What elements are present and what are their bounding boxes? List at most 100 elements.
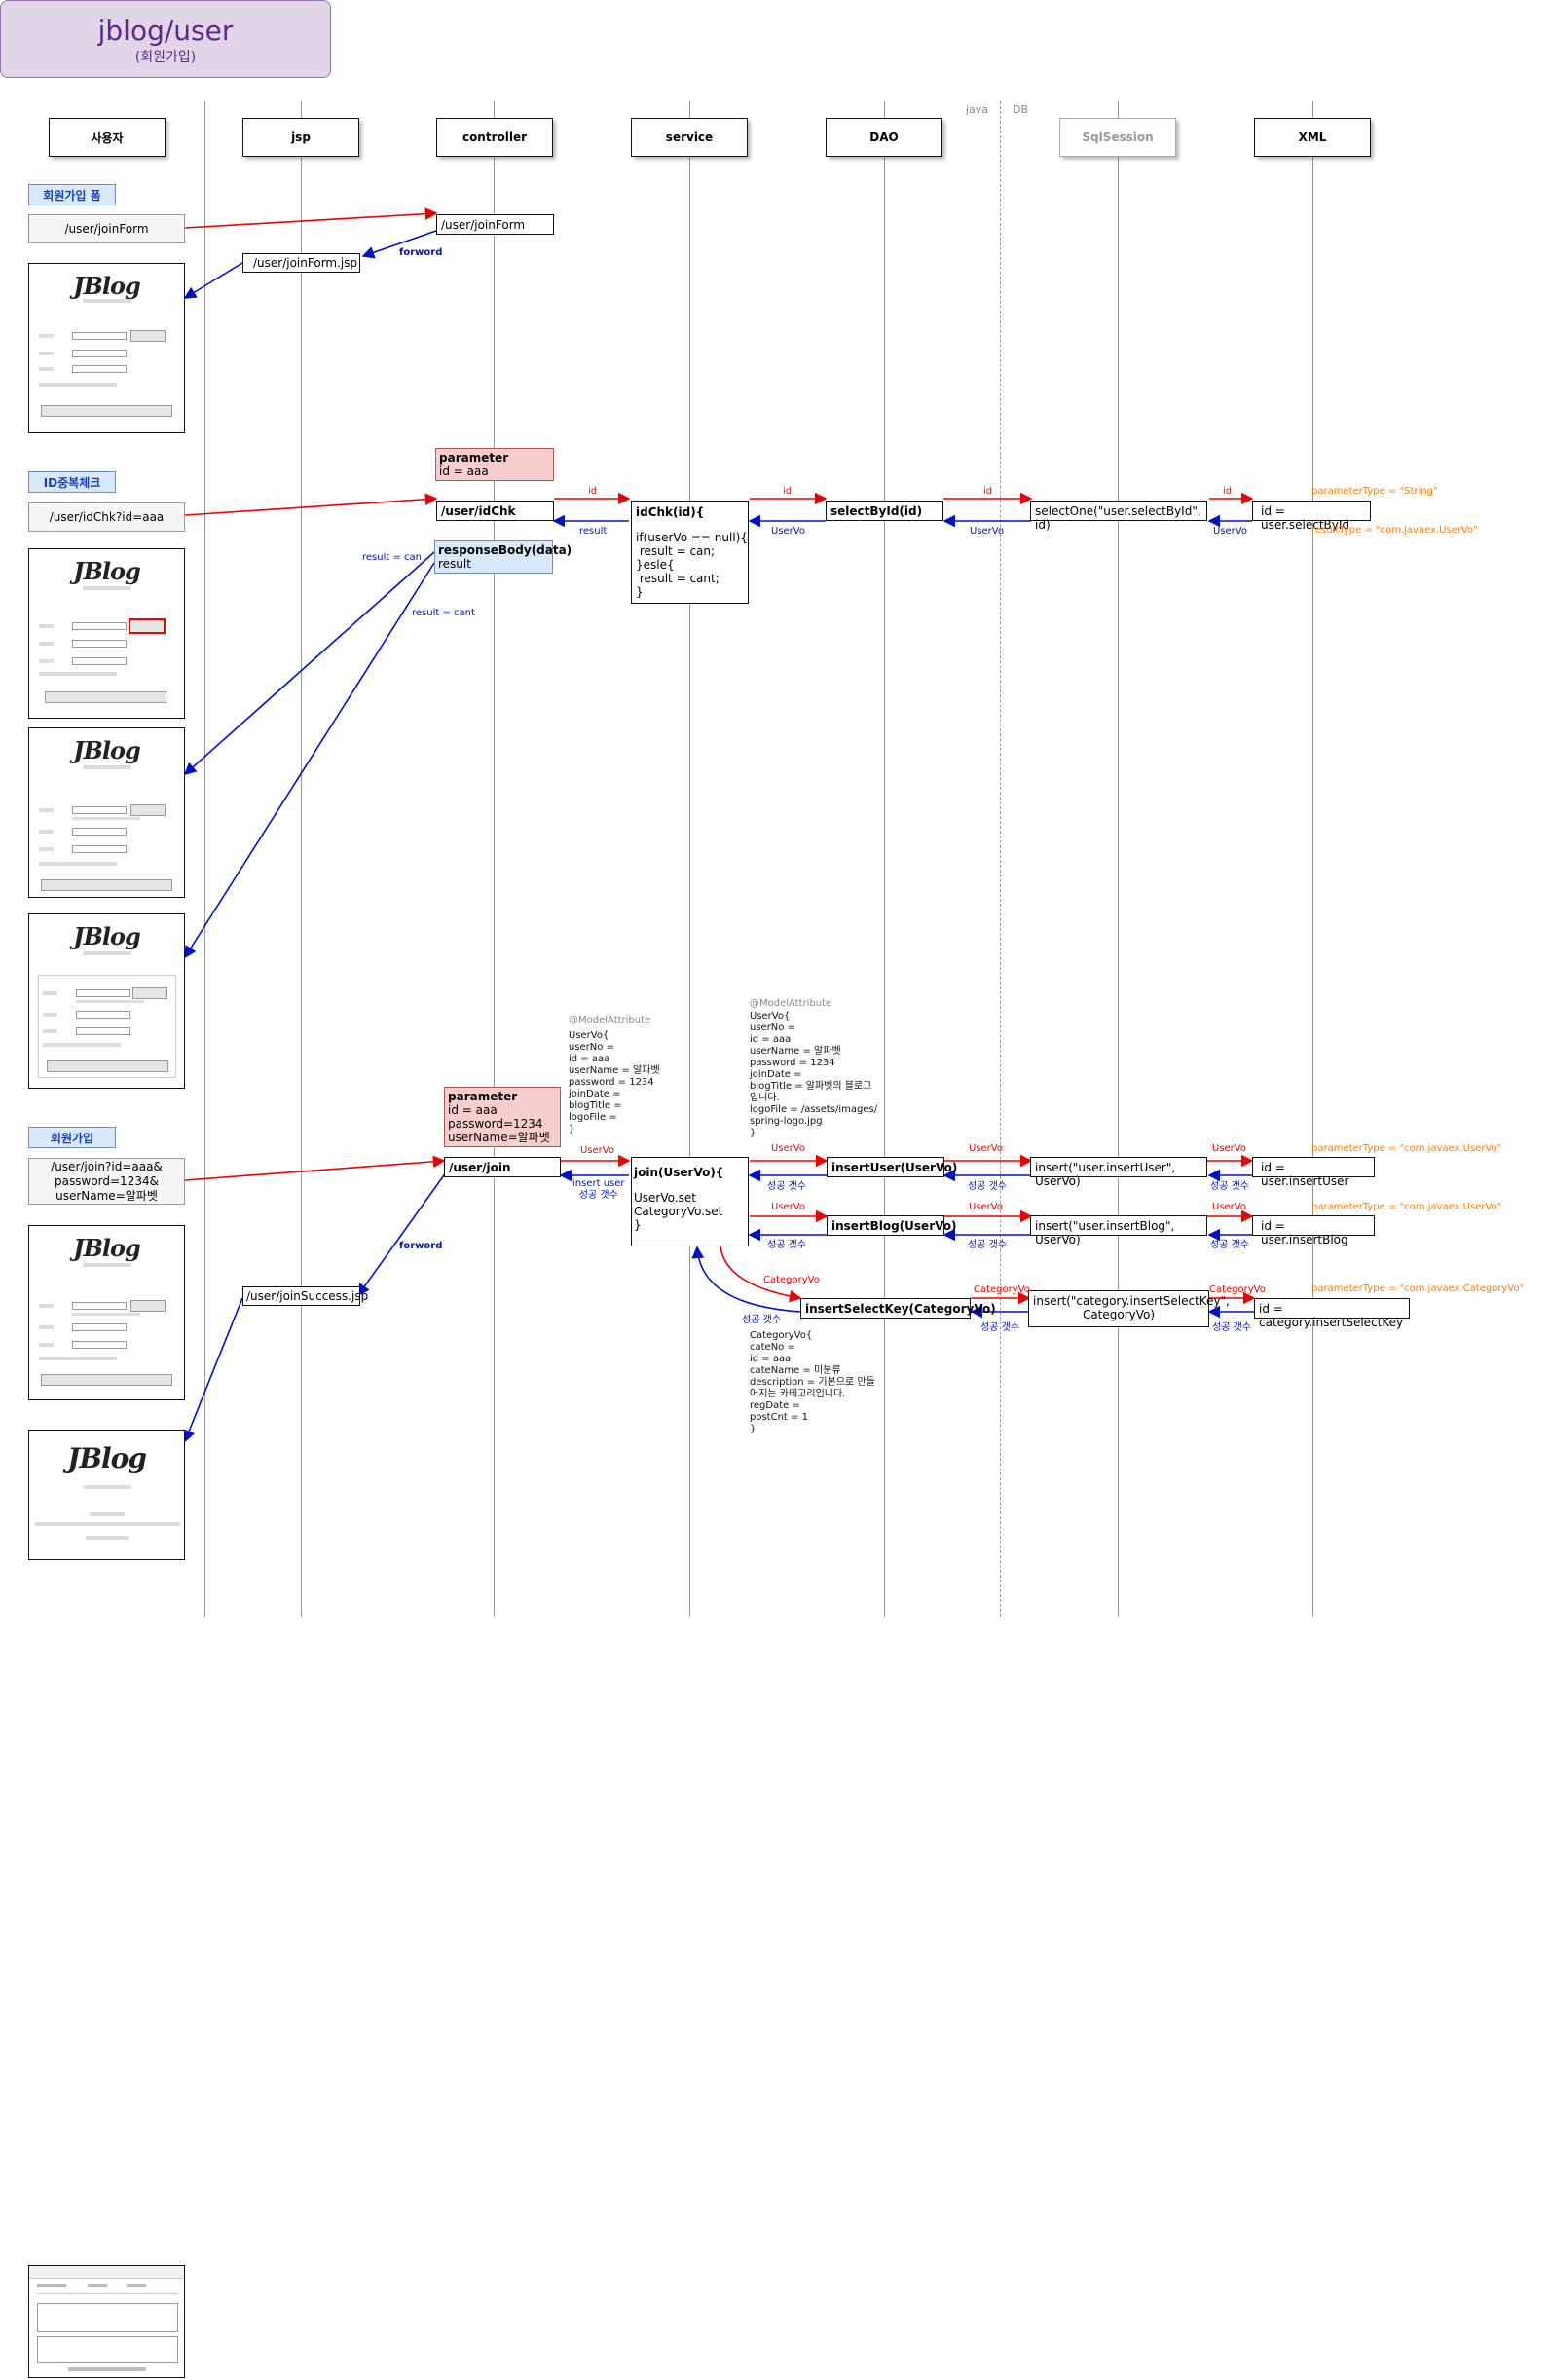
- uservo-note-2: UserVo{ userNo = id = aaa userName = 알파벳…: [750, 1011, 878, 1138]
- arrow-label-id-4: id: [1223, 486, 1233, 497]
- screen-joinform: JBlog: [28, 263, 185, 433]
- param-join: parameter id = aaa password=1234 userNam…: [444, 1087, 561, 1147]
- paramtype-uservo-1: parameterType = "com.javaex.UserVo": [1311, 1143, 1502, 1154]
- param-idcheck-body: id = aaa: [439, 465, 489, 478]
- jblog-logo: JBlog: [73, 272, 141, 300]
- forward-label-1: forword: [399, 247, 443, 258]
- arrow-label-result: result: [579, 526, 608, 537]
- column-xml: XML: [1254, 118, 1371, 157]
- jblog-logo: JBlog: [73, 736, 141, 764]
- service-join: join(UserVo){ UserVo.set CategoryVo.set …: [631, 1157, 749, 1246]
- request-joinform[interactable]: /user/joinForm: [28, 214, 185, 243]
- screen-idcheck-can: JBlog: [28, 727, 185, 898]
- arrow-label-catvo-c: CategoryVo: [1209, 1284, 1266, 1295]
- paramtype-uservo-2: parameterType = "com.javaex.UserVo": [1311, 1202, 1502, 1212]
- lane-java-db-divider: [1000, 101, 1001, 1617]
- jsp-joinsuccess: /user/joinSuccess.jsp: [242, 1286, 368, 1306]
- xml-insertblog: id = user.insertBlog: [1252, 1215, 1375, 1246]
- arrow-label-uservo-2: UserVo: [970, 526, 1004, 537]
- jblog-logo: JBlog: [73, 557, 141, 585]
- title-box: jblog/user (회원가입): [0, 0, 331, 78]
- param-idcheck-title: parameter: [439, 451, 509, 465]
- column-jsp: jsp: [242, 118, 359, 157]
- lane-sqlsession: [1118, 101, 1119, 1617]
- dao-insertblog: insertBlog(UserVo): [827, 1215, 956, 1236]
- sqlsession-insertblog: insert("user.insertBlog", UserVo): [1030, 1215, 1207, 1246]
- count-label-6: 성공 갯수: [1210, 1240, 1249, 1250]
- dao-insertuser: insertUser(UserVo): [827, 1157, 957, 1177]
- lane-controller: [494, 101, 495, 1617]
- controller-idcheck: /user/idChk: [436, 501, 554, 521]
- arrow-label-id-2: id: [783, 486, 793, 497]
- arrow-label-uservo-3: UserVo: [1213, 526, 1247, 537]
- arrow-label-can: result = can: [362, 552, 422, 563]
- arrow-label-uservo-b: UserVo: [771, 1143, 805, 1154]
- dao-insertselectkey: insertSelectKey(CategoryVo): [800, 1298, 996, 1319]
- column-service: service: [631, 118, 748, 157]
- page-title: jblog/user: [97, 15, 234, 47]
- param-join-title: parameter: [448, 1090, 518, 1103]
- count-label-5: 성공 갯수: [968, 1240, 1007, 1250]
- count-label-9: 성공 갯수: [1212, 1322, 1251, 1333]
- controller-join: /user/join: [444, 1157, 561, 1177]
- service-idchk-title: idChk(id){: [636, 505, 705, 519]
- response-body-title: responseBody(data): [438, 543, 572, 557]
- forward-label-2: forword: [399, 1241, 443, 1251]
- xml-insertuser: id = user.insertUser: [1252, 1157, 1375, 1188]
- count-label-1: 성공 갯수: [767, 1181, 806, 1192]
- arrow-label-catvo-b: CategoryVo: [974, 1284, 1030, 1295]
- arrow-label-uservo-d: UserVo: [1212, 1143, 1246, 1154]
- service-join-title: join(UserVo){: [634, 1166, 724, 1179]
- request-join[interactable]: /user/join?id=aaa& password=1234& userNa…: [28, 1158, 185, 1205]
- count-label-3: 성공 갯수: [1210, 1181, 1249, 1192]
- count-label-8: 성공 갯수: [980, 1322, 1019, 1333]
- screen-blog-admin-thumbnail: [28, 2265, 185, 2378]
- model-attribute-2: @ModelAttribute: [750, 998, 832, 1009]
- xml-insertselectkey: id = category.insertSelectKey: [1254, 1298, 1410, 1329]
- arrow-label-id-1: id: [588, 486, 598, 497]
- page-subtitle: (회원가입): [134, 50, 197, 65]
- response-body-value: result: [438, 557, 471, 571]
- paramtype-categoryvo: parameterType = "com.javaex.CategoryVo": [1311, 1283, 1525, 1294]
- screen-idcheck-click: JBlog: [28, 548, 185, 719]
- service-join-body: UserVo.set CategoryVo.set }: [634, 1191, 723, 1232]
- arrow-label-catvo-a: CategoryVo: [763, 1275, 820, 1285]
- param-join-body: id = aaa password=1234 userName=알파벳: [448, 1103, 550, 1144]
- screen-join-form: JBlog: [28, 1225, 185, 1400]
- lane-dao: [884, 101, 885, 1617]
- arrow-label-uservo-f: UserVo: [969, 1202, 1003, 1212]
- categoryvo-note: CategoryVo{ cateNo = id = aaa cateName =…: [750, 1330, 875, 1434]
- column-user: 사용자: [49, 118, 166, 157]
- jblog-logo: JBlog: [73, 1234, 141, 1262]
- section-joinform: 회원가입 폼: [28, 184, 116, 205]
- xml-selectbyid: id = user.selectById: [1252, 501, 1371, 532]
- screen-join-success: JBlog: [28, 1430, 185, 1560]
- controller-joinform: /user/joinForm: [436, 214, 554, 235]
- service-idchk-body: if(userVo == null){ result = can; }esle{…: [636, 531, 748, 599]
- lane-user: [204, 101, 205, 1617]
- screen-idcheck-cant: JBlog: [28, 913, 185, 1089]
- column-controller: controller: [436, 118, 553, 157]
- jblog-logo: JBlog: [73, 922, 141, 950]
- lane-service: [689, 101, 690, 1617]
- paramtype-string: parameterType = "String": [1311, 486, 1438, 497]
- count-label-4: 성공 갯수: [767, 1240, 806, 1250]
- db-label: DB: [1013, 103, 1029, 116]
- lane-jsp: [301, 101, 302, 1617]
- uservo-note-1: UserVo{ userNo = id = aaa userName = 알파벳…: [569, 1030, 660, 1134]
- response-body: responseBody(data) result: [434, 540, 572, 574]
- column-dao: DAO: [826, 118, 942, 157]
- count-label-7: 성공 갯수: [742, 1315, 781, 1325]
- arrow-label-uservo-c: UserVo: [969, 1143, 1003, 1154]
- arrow-label-cant: result = cant: [412, 608, 475, 618]
- sqlsession-insertuser: insert("user.insertUser", UserVo): [1030, 1157, 1207, 1188]
- request-idcheck[interactable]: /user/idChk?id=aaa: [28, 502, 185, 532]
- arrow-label-uservo-g: UserVo: [1212, 1202, 1246, 1212]
- sqlsession-selectone: selectOne("user.selectById", id): [1030, 501, 1207, 532]
- java-label: java: [966, 103, 989, 116]
- param-idcheck: parameter id = aaa: [435, 448, 554, 481]
- service-idchk: idChk(id){ if(userVo == null){ result = …: [631, 501, 749, 604]
- jblog-logo: JBlog: [67, 1442, 147, 1474]
- arrow-label-id-3: id: [983, 486, 993, 497]
